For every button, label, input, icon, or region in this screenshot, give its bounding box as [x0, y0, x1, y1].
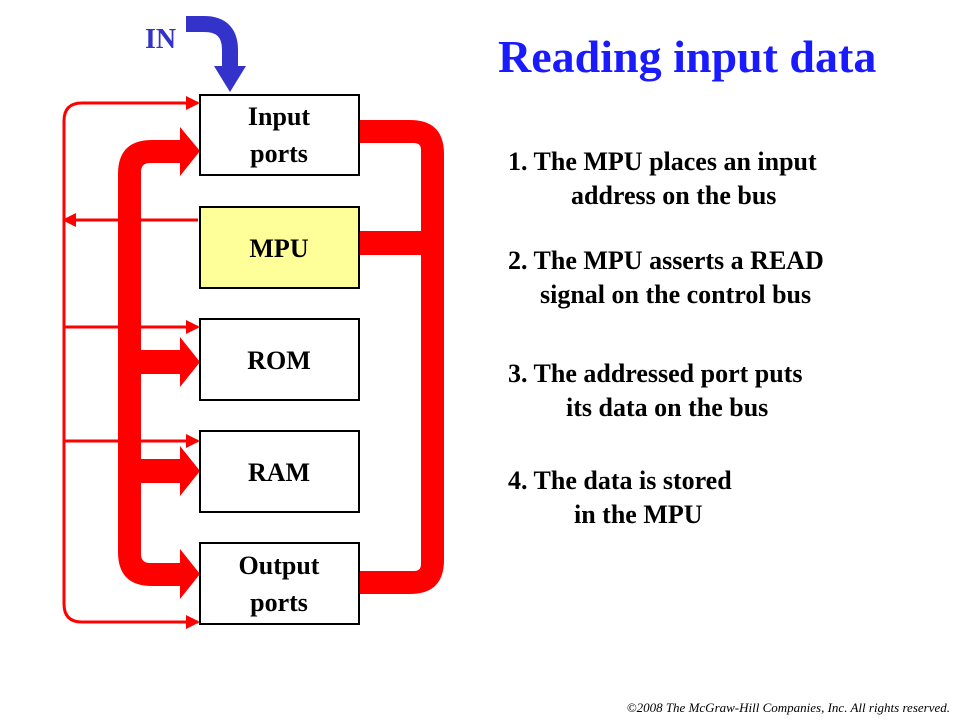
control-arrowheads [62, 96, 200, 629]
input-ports-label-1: Input [248, 102, 310, 131]
output-ports-label-2: ports [250, 588, 308, 617]
step-1: 1. The MPU places an input address on th… [508, 145, 817, 213]
mpu-block [199, 206, 360, 289]
step-2: 2. The MPU asserts a READ signal on the … [508, 244, 824, 312]
step-3-line-2: its data on the bus [566, 393, 769, 422]
rom-block [199, 318, 360, 401]
output-ports-label-1: Output [239, 551, 320, 580]
data-bus-left [118, 127, 200, 599]
input-ports-label-2: ports [250, 139, 308, 168]
step-2-line-1: 2. The MPU asserts a READ [508, 246, 824, 275]
step-3: 3. The addressed port puts its data on t… [508, 357, 803, 425]
step-2-line-2: signal on the control bus [540, 280, 812, 309]
step-4: 4. The data is stored in the MPU [508, 464, 732, 532]
blocks [199, 94, 360, 625]
output-ports-block [199, 542, 360, 625]
step-4-line-2: in the MPU [574, 500, 703, 529]
in-arrow [186, 16, 246, 92]
step-3-line-1: 3. The addressed port puts [508, 359, 803, 388]
copyright-footer: ©2008 The McGraw-Hill Companies, Inc. Al… [626, 700, 950, 715]
step-4-line-1: 4. The data is stored [508, 466, 732, 495]
ram-label: RAM [248, 458, 310, 487]
ram-block [199, 430, 360, 513]
input-ports-block [199, 94, 360, 176]
step-1-line-2: address on the bus [571, 181, 777, 210]
mpu-label: MPU [249, 234, 308, 263]
in-label: IN [145, 24, 176, 55]
data-bus-right [360, 120, 444, 594]
step-1-line-1: 1. The MPU places an input [508, 147, 817, 176]
slide-title: Reading input data [498, 31, 877, 82]
rom-label: ROM [247, 346, 311, 375]
